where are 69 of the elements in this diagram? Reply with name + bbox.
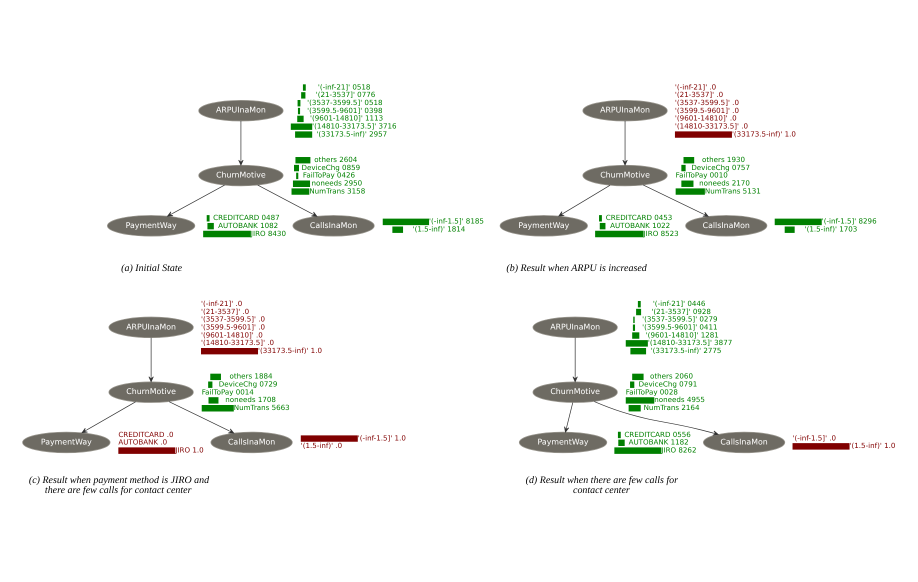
node-label: '(9601-14810]' .0 bbox=[201, 330, 263, 340]
node-label: '(21-3537]' 0928 bbox=[651, 306, 711, 316]
node-label: '(14810-33173.5]' 3716 bbox=[312, 122, 397, 131]
node-label: '(1.5-inf)' 1814 bbox=[412, 224, 466, 234]
node-label: JIRO 8523 bbox=[644, 228, 679, 238]
node-label: '(-inf-21]' .0 bbox=[201, 298, 242, 308]
node-label: '(3599.5-9601]' 0398 bbox=[307, 106, 383, 115]
node-label: others 2604 bbox=[314, 155, 358, 164]
node-label: '(3537-3599.5]' .0 bbox=[201, 314, 266, 324]
node-label: '(14810-33173.5]' .0 bbox=[201, 338, 274, 348]
node-label: '(-inf-1.5]' 8296 bbox=[822, 216, 877, 226]
node-label: NumTrans 3158 bbox=[309, 186, 366, 196]
node-label: '(1.5-inf)' 1.0 bbox=[850, 441, 896, 450]
node-label: others 1884 bbox=[230, 372, 273, 381]
node-label: DeviceChg 0791 bbox=[638, 380, 698, 388]
node-label: '(9601-14810]' 1113 bbox=[310, 114, 384, 123]
node-label: '(-inf-1.5]' 8185 bbox=[429, 216, 484, 226]
node-label: '(3537-3599.5]' .0 bbox=[674, 98, 739, 107]
node-label: FailToPay 0014 bbox=[202, 387, 254, 396]
label: (b) Result when ARPU is increased bbox=[506, 263, 647, 274]
node-label: '(21-3537]' .0 bbox=[201, 306, 250, 316]
node-label: '(14810-33173.5]' 3877 bbox=[648, 338, 732, 348]
node-label: '(-inf-21]' 0446 bbox=[652, 298, 706, 308]
node-label: noneeds 2950 bbox=[311, 178, 362, 188]
node-label: AUTOBANK .0 bbox=[118, 438, 168, 447]
node-label: DeviceChg 0859 bbox=[302, 162, 360, 172]
node-label: FailToPay 0010 bbox=[676, 170, 728, 180]
node-label: NumTrans 5131 bbox=[704, 186, 761, 196]
label: (d) Result when there are few calls for contact center bbox=[526, 475, 678, 496]
node-label: DeviceChg 0757 bbox=[691, 162, 750, 172]
node-label: NumTrans 5663 bbox=[234, 403, 290, 412]
label: (c) Result when payment method is JIRO and there are few calls for contact center bbox=[28, 475, 210, 496]
node-label: noneeds 1708 bbox=[225, 395, 276, 404]
node-label: '(33173.5-inf)' 2775 bbox=[650, 346, 722, 356]
node-label: FailToPay 0426 bbox=[302, 170, 356, 180]
node-label: AUTOBANK 1022 bbox=[610, 220, 670, 230]
node-label: '(3537-3599.5]' 0518 bbox=[307, 98, 383, 107]
node-label: CREDITCARD 0556 bbox=[624, 430, 691, 439]
node-label: '(33173.5-inf)' 1.0 bbox=[258, 346, 322, 356]
node-label: others 1930 bbox=[702, 155, 746, 164]
node-label: AUTOBANK 1082 bbox=[218, 220, 278, 230]
node-label: CREDITCARD 0487 bbox=[213, 213, 280, 222]
node-label: noneeds 4955 bbox=[654, 395, 705, 404]
node-label: '(1.5-inf)' 1703 bbox=[804, 224, 858, 234]
node-label: CREDITCARD .0 bbox=[118, 430, 174, 439]
node-label: '(-inf-21]' .0 bbox=[674, 82, 716, 92]
node-label: '(-inf-1.5]' .0 bbox=[792, 433, 836, 442]
node-label: FailToPay 0028 bbox=[626, 387, 678, 396]
node-label: '(33173.5-inf)' 2957 bbox=[316, 129, 388, 138]
node-label: '(21-3537]' 0776 bbox=[316, 90, 376, 100]
node-label: CREDITCARD 0453 bbox=[606, 213, 672, 222]
node-label: '(21-3537]' .0 bbox=[674, 90, 724, 100]
node-label: '(14810-33173.5]' .0 bbox=[674, 122, 748, 131]
node-label: noneeds 2170 bbox=[699, 178, 750, 188]
node-label: '(9601-14810]' .0 bbox=[674, 114, 737, 123]
node-label: others 2060 bbox=[650, 372, 693, 381]
node-label: '(9601-14810]' 1281 bbox=[646, 330, 719, 340]
node-label: DeviceChg 0729 bbox=[218, 380, 278, 388]
node-label: '(3599.5-9601]' .0 bbox=[674, 106, 739, 115]
node-label: '(-inf-1.5]' 1.0 bbox=[358, 433, 406, 442]
node-label: '(1.5-inf)' .0 bbox=[300, 441, 342, 450]
node-label: NumTrans 2164 bbox=[644, 403, 700, 412]
label: (a) Initial State bbox=[121, 263, 182, 274]
node-label: '(3599.5-9601]' .0 bbox=[201, 322, 266, 332]
node-label: AUTOBANK 1182 bbox=[628, 438, 689, 447]
node-label: '(33173.5-inf)' 1.0 bbox=[732, 129, 796, 138]
node-label: '(-inf-21]' 0518 bbox=[318, 82, 370, 92]
node-label: '(3537-3599.5]' 0279 bbox=[642, 314, 718, 324]
node-label: '(3599.5-9601]' 0411 bbox=[642, 322, 718, 332]
